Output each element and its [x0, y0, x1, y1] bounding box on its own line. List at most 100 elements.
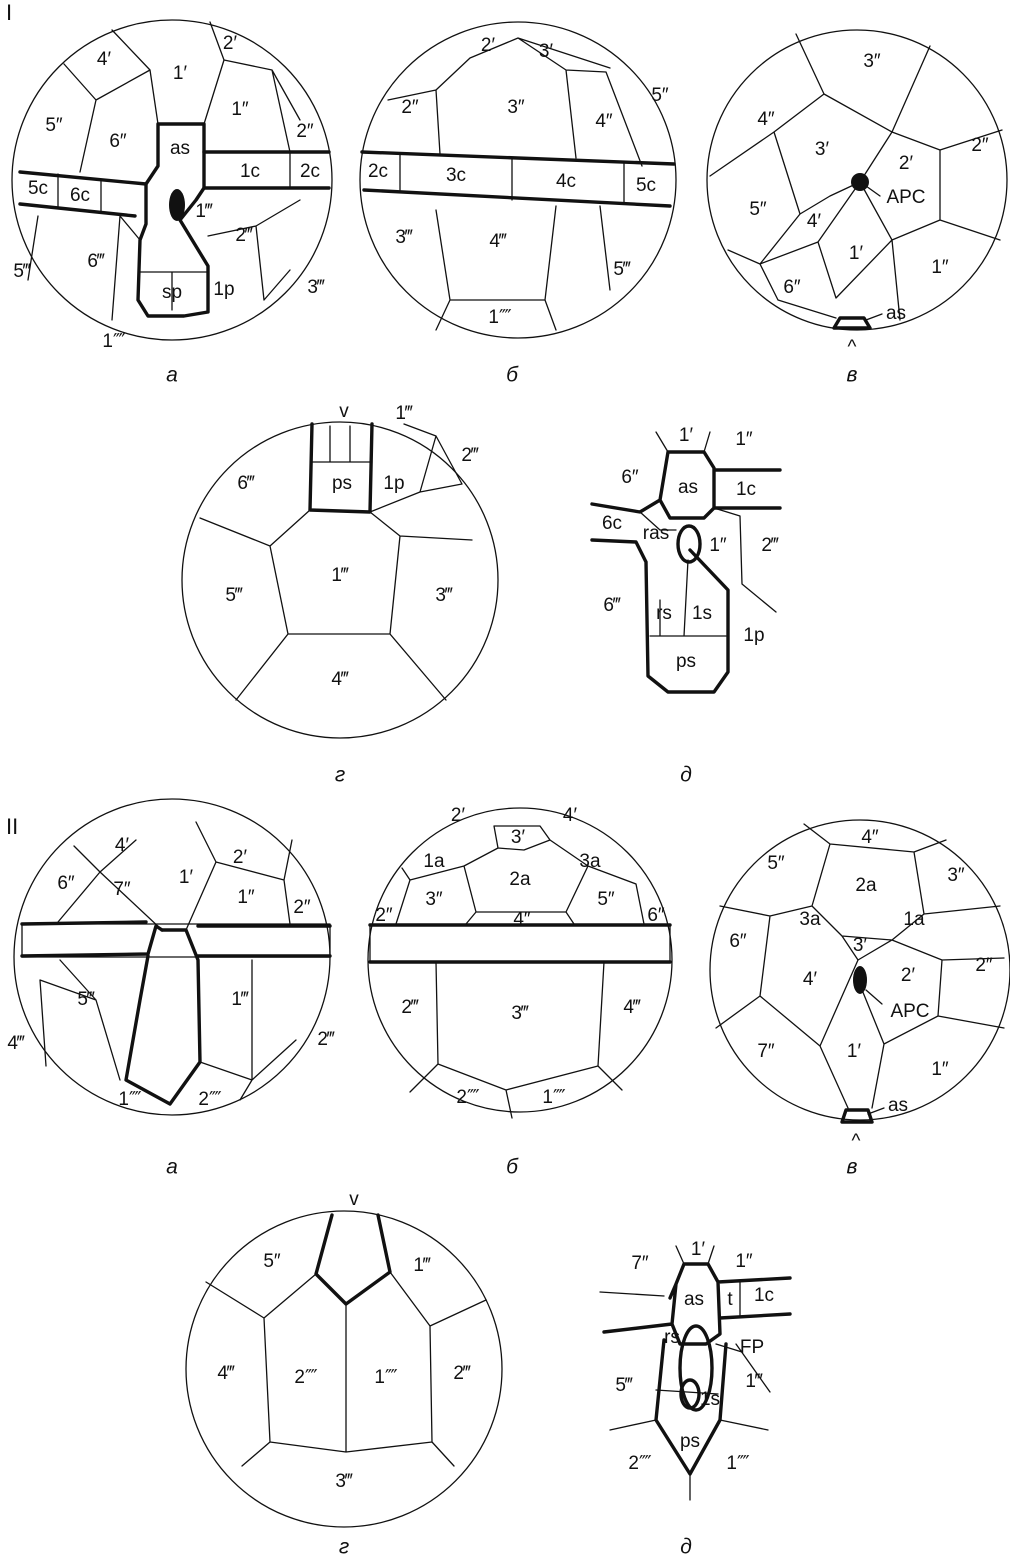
plate-label: 1⁗	[374, 1367, 398, 1388]
plate-label: 3′	[539, 41, 554, 62]
plate-label: 5″	[651, 85, 669, 106]
plate-label: 5″	[45, 115, 63, 136]
panel-caption: б	[506, 364, 519, 387]
plate-label: 3a	[799, 909, 821, 930]
plate-label: 2‴	[461, 445, 479, 466]
plate-label: 1″	[237, 887, 255, 908]
plate-label: 2a	[509, 869, 531, 890]
plate-label: 1⁗	[102, 331, 126, 352]
plate-label: 6″	[57, 873, 75, 894]
panel-I-e: 1′ 1″ 6″ as 1c 6c ras 1″ 2‴ 6‴ rs 1s 1p …	[592, 425, 780, 787]
plate-label: rs	[656, 603, 672, 624]
plate-label: 1‴	[395, 403, 413, 424]
plate-label: 4′	[807, 211, 822, 232]
plate-label: APC	[886, 187, 925, 208]
plate-label: 1c	[754, 1285, 774, 1306]
panel-caption: в	[847, 364, 858, 387]
plate-label: 1′	[691, 1239, 706, 1260]
panel-II-a: 4′ 1′ 2′ 6″ 7″ 1″ 2″ 5‴ 1‴ 4‴ 2‴ 1⁗ 2⁗ а	[7, 799, 335, 1179]
plate-label: 5c	[28, 178, 48, 199]
panel-II-c: 4″ 5″ 3″ 2a 3a 1a 6″ 3′ 2′ 2″ 4′ APC 7″ …	[710, 820, 1010, 1179]
plate-label: 1s	[692, 603, 712, 624]
plate-label: sp	[162, 282, 182, 303]
plate-label: 1p	[743, 625, 764, 646]
plate-label: 5‴	[77, 989, 95, 1010]
panel-caption: г	[335, 764, 345, 787]
plate-label: 4‴	[217, 1363, 235, 1384]
plate-label: 1‴	[331, 565, 349, 586]
plate-label: 2′	[901, 965, 916, 986]
plate-label: 3‴	[307, 277, 325, 298]
plate-label: 5c	[636, 175, 656, 196]
plate-label: 2‴	[401, 997, 419, 1018]
plate-label: 5‴	[615, 1375, 633, 1396]
plate-label: as	[684, 1289, 704, 1310]
plate-label: 1′	[173, 63, 188, 84]
plate-label: 2‴	[317, 1029, 335, 1050]
panel-I-d: v 1‴ 2‴ 6‴ ps 1p 1‴ 5‴ 3‴ 4‴ г	[182, 401, 498, 787]
plate-label: 1⁗	[488, 307, 512, 328]
plate-label: 4′	[97, 49, 112, 70]
plate-label: 4″	[757, 109, 775, 130]
panel-caption: а	[166, 364, 178, 387]
plate-label: ps	[676, 651, 696, 672]
plate-label: 6‴	[237, 473, 255, 494]
plate-label: 1‴	[195, 201, 213, 222]
plate-label: 2″	[971, 135, 989, 156]
panel-caption: д	[680, 1536, 692, 1559]
plate-label: 4‴	[331, 669, 349, 690]
theca-outline	[360, 22, 676, 338]
plate-label: 6c	[70, 185, 90, 206]
plate-label: t	[727, 1289, 733, 1310]
flagellar-pore-ring	[678, 526, 700, 562]
plate-label: 4″	[595, 111, 613, 132]
plate-label: 6‴	[603, 595, 621, 616]
plate-label: 3″	[947, 865, 965, 886]
plate-label: ps	[680, 1431, 700, 1452]
panel-caption: г	[339, 1536, 349, 1559]
plate-label: 1c	[736, 479, 756, 500]
plate-label: 7″	[113, 879, 131, 900]
plate-label: 4′	[115, 835, 130, 856]
plate-label: 1‴	[231, 989, 249, 1010]
plate-label: 6‴	[87, 251, 105, 272]
plate-label: 2′	[481, 35, 496, 56]
panel-II-d: v 5″ 1‴ 4‴ 2⁗ 1⁗ 2‴ 3‴ г	[186, 1189, 502, 1559]
plate-label: 4″	[513, 909, 531, 930]
plate-label: 3′	[853, 935, 868, 956]
plate-label: 2″	[401, 97, 419, 118]
plate-label: FP	[740, 1337, 764, 1358]
plate-label: 6c	[602, 513, 622, 534]
section-numeral-I: I	[6, 0, 12, 25]
panel-caption: а	[166, 1156, 178, 1179]
plate-label: 1⁗	[726, 1453, 750, 1474]
plate-label: 1′	[179, 867, 194, 888]
plate-label: 3‴	[335, 1471, 353, 1492]
plate-label: 3′	[815, 139, 830, 160]
plate-label: 3c	[446, 165, 466, 186]
plate-label: 1p	[383, 473, 404, 494]
plate-label: 2′	[451, 805, 466, 826]
plate-label: 4‴	[623, 997, 641, 1018]
plate-label: 4′	[803, 969, 818, 990]
plate-label: 3a	[579, 851, 601, 872]
plate-label: APC	[890, 1001, 929, 1022]
panel-II-e: 1′ 7″ 1″ as t 1c rs FP 5‴ 1‴ 1s ps 2⁗ 1⁗…	[600, 1239, 790, 1559]
panel-II-b: 2′ 3′ 4′ 1a 2a 3a 3″ 5″ 2″ 4″ 6″ 2‴ 3‴ 4…	[368, 805, 672, 1179]
plate-label: 1⁗	[542, 1087, 566, 1108]
plate-label: 1a	[423, 851, 445, 872]
plate-label: 5″	[597, 889, 615, 910]
plate-label: 3‴	[435, 585, 453, 606]
plate-label: 7″	[631, 1253, 649, 1274]
plate-label: 3″	[507, 97, 525, 118]
plate-label: v	[349, 1189, 359, 1210]
plate-label: 2′	[223, 33, 238, 54]
theca-outline	[368, 808, 672, 1112]
plate-label: 3″	[863, 51, 881, 72]
panel-I-b: 2′ 3′ 2″ 3″ 4″ 5″ 2c 3c 4c 5c 3‴ 4‴ 5‴ 1…	[360, 22, 676, 387]
plate-label: 2″	[375, 905, 393, 926]
plate-label: 2″	[296, 121, 314, 142]
plate-label: 1a	[903, 909, 925, 930]
plate-label: 2⁗	[294, 1367, 318, 1388]
plate-label: 1‴	[413, 1255, 431, 1276]
